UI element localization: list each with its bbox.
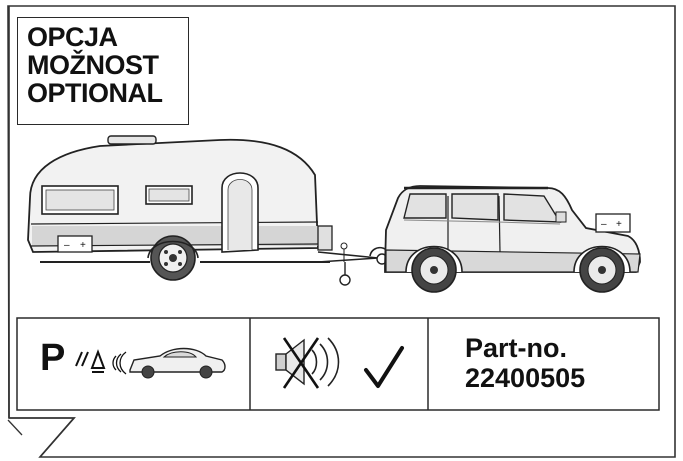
option-label-box: OPCJA MOŽNOST OPTIONAL	[17, 17, 189, 125]
part-label: Part-no.	[465, 333, 585, 363]
suv-car-icon: – +	[385, 186, 640, 292]
option-label-line-2: MOŽNOST	[27, 51, 188, 79]
caravan-icon: – +	[28, 136, 390, 285]
part-number: 22400505	[465, 363, 585, 393]
option-label-line-1: OPCJA	[27, 23, 188, 51]
svg-text:–: –	[601, 219, 607, 230]
parking-letter: P	[40, 338, 65, 378]
option-label-line-3: OPTIONAL	[27, 79, 188, 107]
part-number-block: Part-no. 22400505	[465, 333, 585, 393]
svg-text:+: +	[616, 219, 622, 230]
torn-corner	[9, 410, 74, 457]
svg-text:+: +	[80, 240, 86, 251]
svg-text:–: –	[64, 240, 70, 251]
